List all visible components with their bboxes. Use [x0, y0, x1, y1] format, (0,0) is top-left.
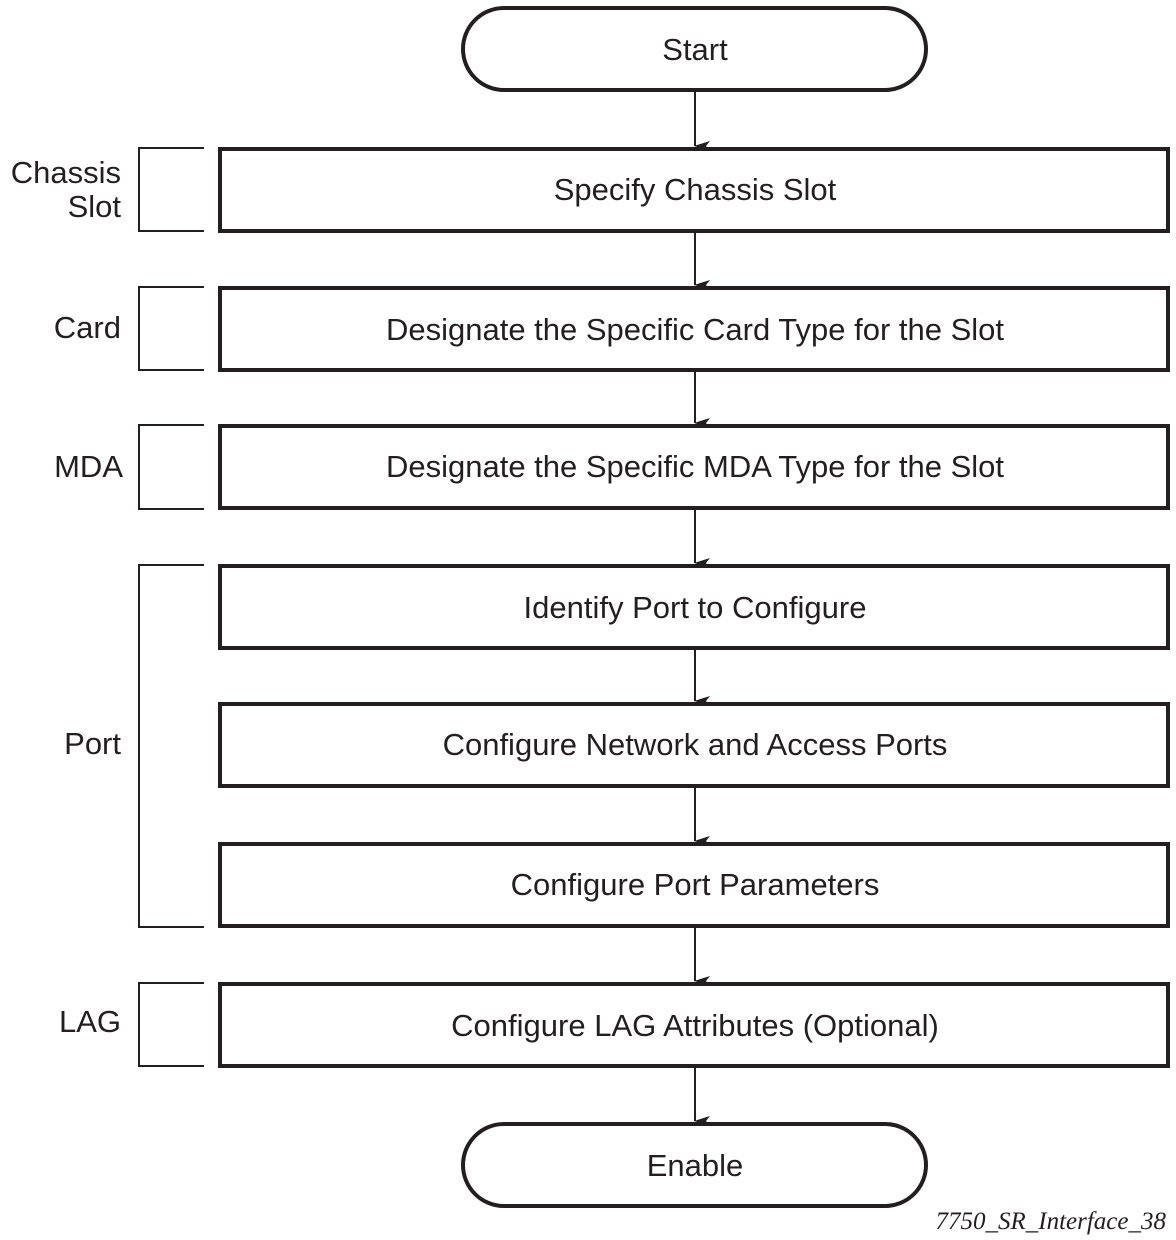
start-terminal: Start	[461, 6, 928, 92]
bracket-card	[138, 286, 204, 371]
step-designate-mda-type: Designate the Specific MDA Type for the …	[218, 424, 1170, 510]
step-label: Configure LAG Attributes (Optional)	[451, 1008, 939, 1043]
step-label: Configure Port Parameters	[511, 867, 880, 902]
step-configure-lag: Configure LAG Attributes (Optional)	[218, 982, 1170, 1068]
step-label: Configure Network and Access Ports	[443, 727, 948, 762]
step-label: Designate the Specific Card Type for the…	[386, 312, 1004, 347]
step-label: Specify Chassis Slot	[554, 172, 837, 207]
enable-terminal: Enable	[461, 1122, 928, 1208]
group-label-chassis-slot-line1: Chassis	[11, 155, 121, 190]
start-label: Start	[662, 32, 728, 67]
step-designate-card-type: Designate the Specific Card Type for the…	[218, 286, 1170, 372]
bracket-port	[138, 564, 204, 928]
bracket-lag	[138, 982, 204, 1067]
step-identify-port: Identify Port to Configure	[218, 564, 1170, 650]
enable-label: Enable	[647, 1148, 744, 1183]
group-label-lag: LAG	[59, 1004, 121, 1039]
bracket-chassis-slot	[138, 147, 204, 232]
step-specify-chassis-slot: Specify Chassis Slot	[218, 147, 1170, 233]
step-configure-port-parameters: Configure Port Parameters	[218, 842, 1170, 928]
bracket-mda	[138, 424, 204, 510]
step-label: Identify Port to Configure	[524, 590, 867, 625]
group-label-card: Card	[54, 310, 121, 345]
group-label-chassis-slot-line2: Slot	[68, 189, 122, 224]
figure-caption: 7750_SR_Interface_38	[935, 1208, 1166, 1235]
step-label: Designate the Specific MDA Type for the …	[386, 449, 1004, 484]
step-configure-network-access-ports: Configure Network and Access Ports	[218, 702, 1170, 788]
group-label-mda: MDA	[54, 449, 123, 484]
group-label-port: Port	[64, 726, 121, 761]
